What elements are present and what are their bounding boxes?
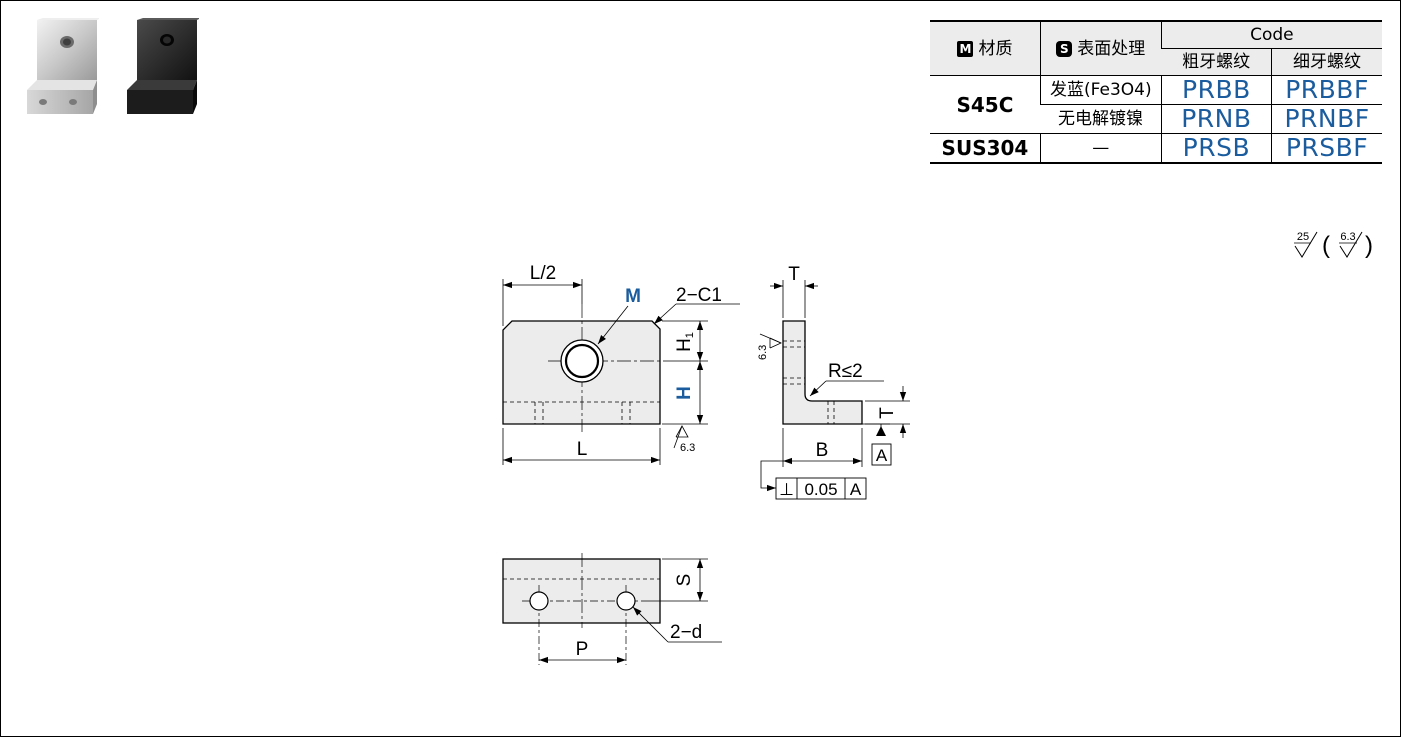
roughness-legend: 25 ( 6.3 ) — [1294, 231, 1373, 259]
dim-pitch: P — [576, 639, 589, 660]
datum-box — [871, 443, 892, 466]
table-row: 无电解镀镍 PRNB PRNBF — [930, 104, 1382, 134]
front-view: L/2 M 2−C1 H1 H 6.3 L — [502, 263, 740, 465]
table-row: SUS304 — PRSB PRSBF — [930, 133, 1382, 164]
thread-hole — [560, 339, 604, 383]
dim-half-length: L/2 — [530, 263, 556, 284]
tolerance-datum: A — [850, 480, 862, 499]
mount-hole-right — [616, 591, 636, 611]
dim-length: L — [577, 439, 588, 460]
side-view: T 6.3 R≤2 T A B — [757, 264, 910, 500]
dim-thickness-base: T — [877, 407, 898, 419]
mount-hole-left — [529, 591, 549, 611]
label-holes: 2−d — [670, 622, 702, 643]
cell-surface: — — [1039, 133, 1162, 164]
side-view-body — [782, 320, 863, 425]
product-photo-silver — [27, 18, 99, 114]
front-roughness: 6.3 — [680, 442, 695, 454]
dim-thickness-top: T — [788, 264, 800, 285]
cell-code-fine: PRSBF — [1271, 133, 1382, 164]
header-fine: 细牙螺纹 — [1271, 48, 1382, 76]
table-row: S45C 发蓝(Fe3O4) PRBB PRBBF — [930, 75, 1382, 134]
cell-code-fine: PRNBF — [1271, 104, 1382, 134]
paren-close: ) — [1365, 232, 1373, 259]
header-coarse: 粗牙螺纹 — [1161, 48, 1272, 76]
datum-label: A — [876, 446, 888, 465]
dim-h1: H1 — [674, 332, 696, 352]
cell-surface: 无电解镀镍 — [1040, 104, 1162, 134]
tolerance-value: 0.05 — [804, 480, 837, 499]
label-radius: R≤2 — [828, 361, 863, 382]
cell-material-sus304: SUS304 — [930, 133, 1041, 164]
bottom-view: S 2−d P — [502, 553, 722, 665]
dim-hole-offset: S — [674, 574, 695, 587]
label-chamfer: 2−C1 — [676, 285, 722, 306]
header-code: Code — [1160, 20, 1382, 49]
label-thread: M — [625, 286, 641, 307]
dim-base-width: B — [816, 440, 829, 461]
surface-badge: S — [1056, 40, 1073, 57]
bottom-view-body — [502, 558, 661, 624]
material-badge: M — [957, 40, 974, 57]
tolerance-symbol: ⊥ — [779, 480, 794, 499]
cell-code-coarse: PRSB — [1160, 133, 1272, 164]
product-photo-black — [127, 18, 199, 114]
cell-code-coarse: PRNB — [1160, 104, 1272, 134]
roughness-general-value: 25 — [1297, 231, 1309, 243]
cell-code-coarse: PRBB — [1160, 75, 1272, 105]
cell-surface: 发蓝(Fe3O4) — [1039, 75, 1162, 105]
roughness-machined-value: 6.3 — [1340, 231, 1355, 243]
paren-open: ( — [1322, 232, 1330, 259]
dim-h: H — [674, 386, 695, 400]
cell-material-s45c: S45C — [930, 75, 1041, 134]
cell-code-fine: PRBBF — [1271, 75, 1382, 105]
tolerance-frame — [775, 477, 867, 500]
side-roughness: 6.3 — [757, 345, 769, 360]
